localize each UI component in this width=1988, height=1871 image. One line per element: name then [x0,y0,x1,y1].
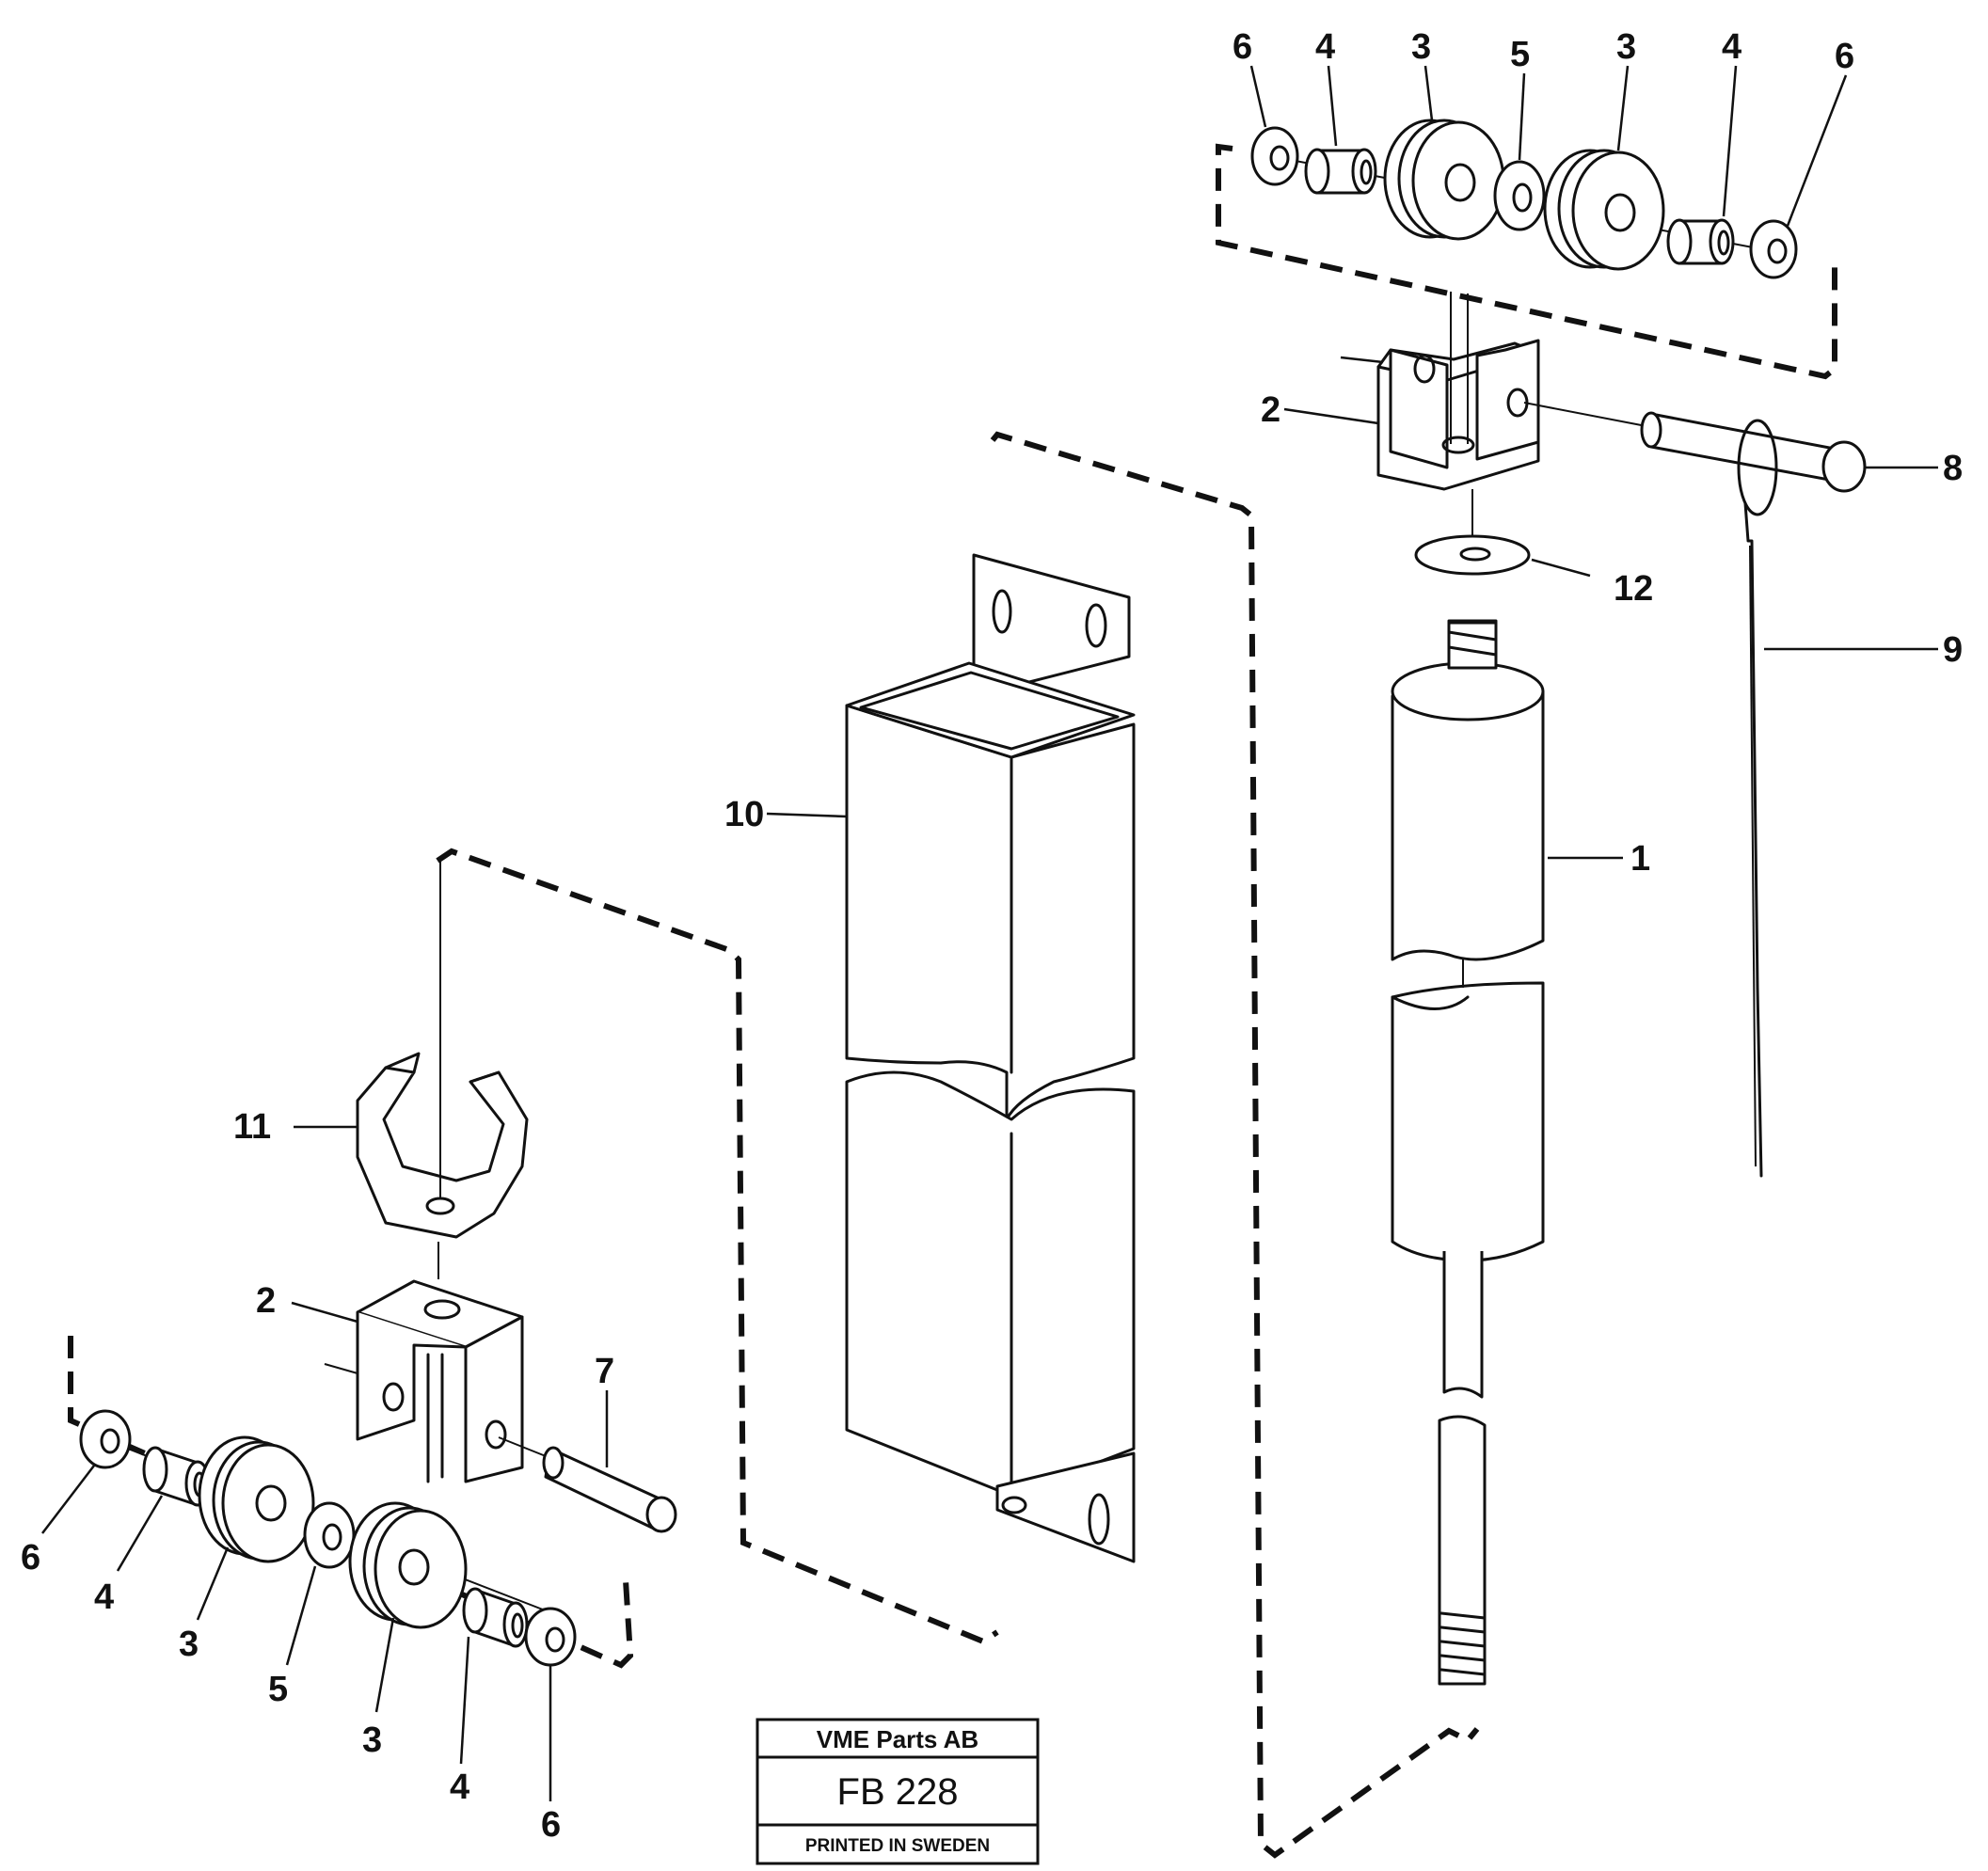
assembly-outlines [68,143,1837,1859]
washer-part-6-upper-right [1749,219,1798,279]
title-block: VME Parts AB FB 228 PRINTED IN SWEDEN [755,1718,1040,1865]
callout-6: 6 [21,1538,40,1578]
callout-3: 3 [179,1625,199,1664]
printed-note: PRINTED IN SWEDEN [805,1836,990,1856]
upper-bracket-part-2 [1376,292,1540,491]
bushing-part-4-lower-right [462,1587,529,1648]
callout-3: 3 [362,1720,382,1760]
washer-part-12 [1414,489,1531,576]
leader-lines [41,65,1938,1801]
spacer-part-5-upper [1493,160,1546,231]
lower-bracket-part-2 [324,1279,524,1483]
callout-12: 12 [1614,569,1653,609]
callout-9: 9 [1943,630,1963,670]
callout-8: 8 [1943,449,1963,488]
pulley-part-3-lower-right [348,1501,468,1629]
callout-5: 5 [1510,35,1530,74]
pulley-part-3-lower-left [198,1435,315,1563]
company-name: VME Parts AB [817,1725,978,1753]
callout-2: 2 [1261,390,1280,430]
callout-4: 4 [1722,27,1741,67]
pin-part-7 [498,1436,677,1533]
callout-4: 4 [94,1578,114,1617]
washer-part-6-lower-left [79,1409,132,1469]
washer-part-6-upper-left [1250,126,1299,186]
callout-1: 1 [1630,839,1650,879]
callout-4: 4 [1315,27,1335,67]
bushing-part-4-upper-right [1666,218,1735,265]
lower-roller-assembly [79,1409,577,1667]
spacer-part-5-lower [303,1501,356,1569]
callout-10: 10 [724,795,764,834]
callout-5: 5 [268,1670,288,1709]
callout-2: 2 [256,1281,276,1321]
upper-roller-assembly [1250,119,1798,279]
cylinder-part-1 [1391,619,1545,1686]
callout-6: 6 [541,1805,561,1845]
housing-part-10 [845,553,1136,1563]
callout-11: 11 [233,1107,271,1147]
pin-part-8 [1640,411,1867,493]
callout-6: 6 [1233,27,1252,67]
callout-labels: 6 4 3 5 3 4 6 2 8 12 9 10 1 11 2 7 6 4 3… [21,27,1963,1845]
drawing-number: FB 228 [837,1771,959,1813]
callout-4: 4 [450,1768,469,1807]
washer-part-6-lower-right [524,1607,577,1667]
callout-3: 3 [1411,27,1431,67]
callout-7: 7 [595,1352,614,1391]
clip-part-11 [356,861,529,1279]
pulley-part-3-upper-right [1543,149,1665,271]
callout-6: 6 [1835,37,1854,76]
callout-3: 3 [1616,27,1636,67]
pulley-part-3-upper-left [1383,119,1505,241]
cable-part-9 [1737,419,1778,1178]
bushing-part-4-upper-left [1304,148,1377,195]
